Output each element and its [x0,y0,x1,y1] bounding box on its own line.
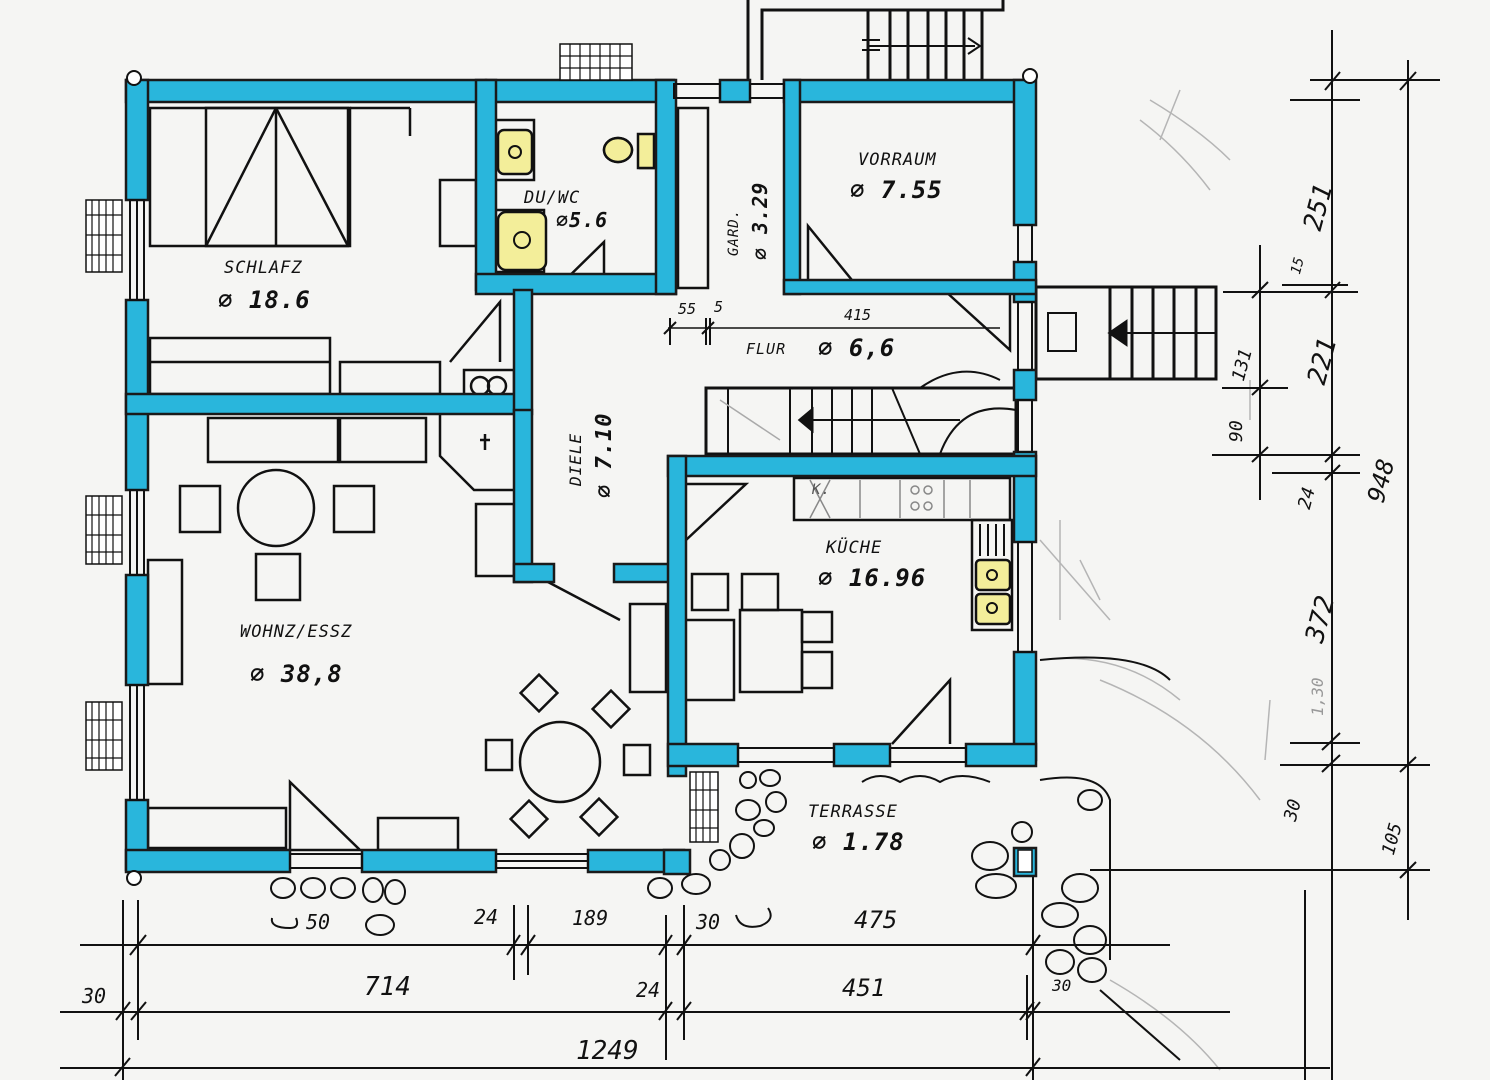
room-area-vorraum: ⌀ 7.55 [850,176,943,204]
dim-interior-415: 415 [844,306,872,324]
room-name-diele: DIELE [566,432,585,486]
stair-top [746,0,1005,80]
room-name-garderobe: GARD. [726,208,742,256]
room-name-schlafzimmer: SCHLAFZ [224,258,303,278]
room-name-vorraum: VORRAUM [858,150,937,170]
dim-right-90: 90 [1226,420,1247,442]
room-area-diele: ⌀ 7.10 [592,412,617,498]
room-area-schlafzimmer: ⌀ 18.6 [218,286,311,314]
stepping-stones [270,656,1181,1061]
dim-interior-55: 55 [678,300,697,318]
windows [129,83,1033,869]
dim-bottom-24b: 24 [636,978,661,1002]
room-area-terrasse: ⌀ 1.78 [812,828,905,856]
dim-bottom-30a: 30 [696,910,721,934]
dim-interior-5: 5 [714,298,724,316]
dim-bottom-451: 451 [842,974,886,1002]
dim-bottom-30c: 30 [1052,976,1072,995]
dim-bottom-714: 714 [364,972,411,1002]
stair-side-entrance [1034,285,1218,381]
dim-bottom-total-1249: 1249 [576,1036,639,1066]
room-area-wohn-esszimmer: ⌀ 38,8 [250,660,343,688]
dim-right-130: 1,30 [1308,677,1327,716]
room-name-wohn-esszimmer: WOHNZ/ESSZ [240,622,353,642]
room-name-bath: DU/WC [524,188,581,208]
stair-interior-spiral [704,370,1018,456]
room-area-garderobe: ⌀ 3.29 [748,181,772,260]
dim-bottom-30b: 30 [82,984,107,1008]
room-area-flur: ⌀ 6,6 [818,334,896,362]
sink-detail [508,145,1005,614]
room-area-kueche: ⌀ 16.96 [818,564,927,592]
sanitary-fixtures [496,128,1012,626]
dim-bottom-475: 475 [854,906,898,934]
kitchen-counter-label: K. [812,482,831,498]
corner-posts [126,68,1038,886]
dim-bottom-50: 50 [306,910,331,934]
room-name-kueche: KÜCHE [826,538,883,558]
dim-bottom-189: 189 [572,906,609,930]
room-area-bath: ⌀5.6 [556,208,609,232]
room-name-flur: FLUR [746,340,787,358]
kitchen-counter-detail [809,479,971,519]
dimension-lines [60,30,1440,1080]
grille-hatching [86,44,718,842]
room-name-terrasse: TERRASSE [808,802,898,822]
dim-bottom-24: 24 [474,905,499,929]
